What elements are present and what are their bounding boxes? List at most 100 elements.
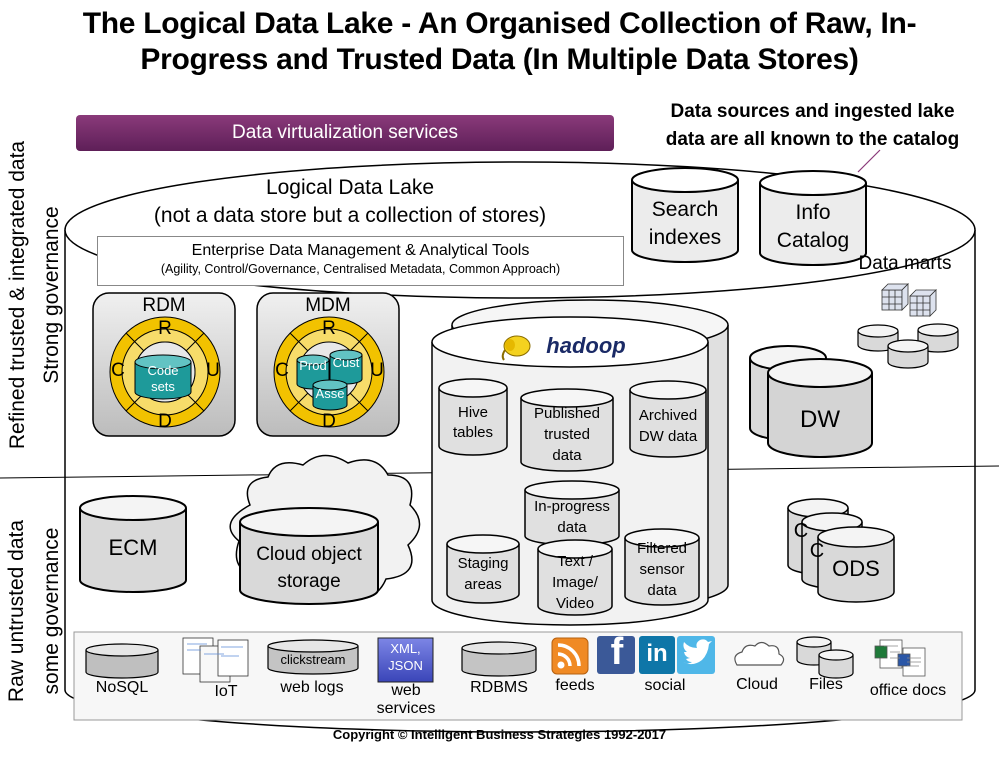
ods-c1: C — [793, 520, 809, 542]
search-indexes-line-2: indexes — [648, 226, 722, 249]
info-catalog-cylinder — [759, 170, 867, 266]
rdbms-cylinder — [461, 641, 537, 677]
edm-tools-box: Enterprise Data Management & Analytical … — [97, 236, 624, 286]
page-title: The Logical Data Lake - An Organised Col… — [0, 6, 999, 78]
asset-label: Asse — [315, 386, 345, 401]
search-indexes-cylinder — [631, 167, 739, 263]
mdm-u: U — [370, 360, 384, 381]
dw-label: DW — [800, 406, 840, 433]
in-progress-line-2: data — [557, 519, 587, 536]
callout-line-1: Data sources and ingested lake — [670, 101, 955, 122]
rdm-label: RDM — [142, 295, 186, 316]
search-indexes-label: Search indexes — [630, 196, 740, 252]
lake-title-line-1: Logical Data Lake — [265, 176, 435, 199]
archived-line-2: DW data — [638, 428, 698, 445]
text-image-video-label: Text / Image/ Video — [536, 551, 614, 614]
lake-title-line-2: (not a data store but a collection of st… — [153, 204, 547, 227]
linkedin-icon — [639, 636, 675, 674]
text-image-video-cylinder — [537, 539, 613, 616]
published-trusted-cylinder — [520, 388, 614, 472]
rdm-u: U — [206, 360, 220, 381]
info-catalog-line-1: Info — [795, 201, 831, 224]
ecm-label: ECM — [108, 535, 158, 560]
clickstream-label: clickstream — [280, 652, 346, 667]
files-cylinders — [796, 636, 854, 679]
filtered-line-3: data — [647, 582, 677, 599]
hadoop-logo-text: hadoop — [546, 333, 626, 358]
hive-tables-cylinder — [438, 378, 508, 456]
in-progress-cylinder — [524, 480, 620, 546]
catalog-callout: Data sources and ingested lake data are … — [640, 98, 985, 154]
mdm-c: C — [275, 360, 289, 381]
code-sets-label: Code sets — [135, 363, 191, 395]
title-line-1: The Logical Data Lake - An Organised Col… — [82, 7, 917, 40]
cloud-storage-line-1: Cloud object — [256, 544, 362, 565]
rss-feed-icon — [551, 637, 589, 675]
filtered-sensor-label: Filtered sensor data — [623, 538, 701, 601]
search-indexes-line-1: Search — [651, 198, 719, 221]
cloud-icon — [734, 641, 785, 666]
data-marts-label: Data marts — [858, 253, 952, 274]
hive-tables-label: Hive tables — [439, 403, 507, 443]
published-line-3: data — [552, 447, 582, 464]
staging-areas-cylinder — [446, 534, 520, 604]
cloud-label: Cloud — [736, 676, 778, 693]
mdm-box — [256, 292, 400, 437]
code-sets-line-2: sets — [151, 379, 175, 394]
edm-line-2: (Agility, Control/Governance, Centralise… — [160, 262, 561, 276]
linkedin-letters: in — [646, 640, 668, 667]
rdbms-label: RDBMS — [470, 679, 528, 696]
office-docs-icon — [874, 639, 926, 677]
files-label: Files — [809, 676, 843, 693]
text-line-2: Image/ — [552, 574, 598, 591]
published-trusted-label: Published trusted data — [519, 403, 615, 466]
hive-line-2: tables — [452, 424, 494, 441]
code-sets-line-1: Code — [147, 363, 179, 378]
in-progress-label: In-progress data — [523, 496, 621, 538]
xml-json-box — [377, 637, 434, 683]
staging-line-1: Staging — [457, 555, 509, 572]
rdm-r: R — [158, 318, 172, 339]
callout-line — [857, 149, 881, 173]
iot-icon — [182, 637, 249, 683]
mdm-d: D — [322, 411, 336, 432]
ods-c2: C — [809, 540, 825, 562]
mdm-label: MDM — [305, 295, 351, 316]
rdm-box — [92, 292, 236, 437]
web-services-line-1: web — [391, 682, 421, 699]
cloud-storage-line-2: storage — [277, 571, 341, 592]
social-label: social — [644, 677, 686, 694]
twitter-icon — [677, 636, 715, 674]
lake-title: Logical Data Lake (not a data store but … — [100, 174, 600, 230]
ods-label: ODS — [832, 556, 880, 581]
archived-dw-cylinder — [629, 380, 707, 458]
dw-cylinders — [749, 345, 873, 458]
hadoop-elephant-icon — [501, 335, 531, 361]
web-services-line-2: services — [376, 700, 436, 717]
filtered-line-2: sensor — [639, 561, 685, 578]
data-mart-cylinders — [857, 323, 959, 369]
edm-line-1: Enterprise Data Management & Analytical … — [191, 242, 530, 259]
clickstream-cylinder — [267, 639, 359, 675]
archived-line-1: Archived — [638, 407, 698, 424]
facebook-letter: f — [610, 631, 624, 673]
info-catalog-line-2: Catalog — [776, 229, 850, 252]
cloud-storage-label: Cloud object storage — [236, 541, 382, 595]
office-docs-label: office docs — [869, 682, 947, 699]
callout-line-2: data are all known to the catalog — [665, 129, 960, 150]
filtered-line-1: Filtered — [636, 540, 688, 557]
cloud-object-storage — [229, 454, 421, 605]
rdm-d: D — [158, 411, 172, 432]
in-progress-line-1: In-progress — [534, 498, 610, 515]
nosql-label: NoSQL — [95, 679, 149, 696]
facebook-icon — [597, 636, 635, 674]
ods-cylinders — [787, 498, 895, 603]
text-line-1: Text / — [557, 553, 593, 570]
staging-line-2: areas — [464, 576, 502, 593]
feeds-label: feeds — [555, 677, 595, 694]
data-virtualization-bar: Data virtualization services — [76, 115, 614, 151]
json-label: JSON — [388, 658, 423, 673]
cust-label: Cust — [332, 355, 360, 370]
info-catalog-label: Info Catalog — [758, 199, 868, 255]
